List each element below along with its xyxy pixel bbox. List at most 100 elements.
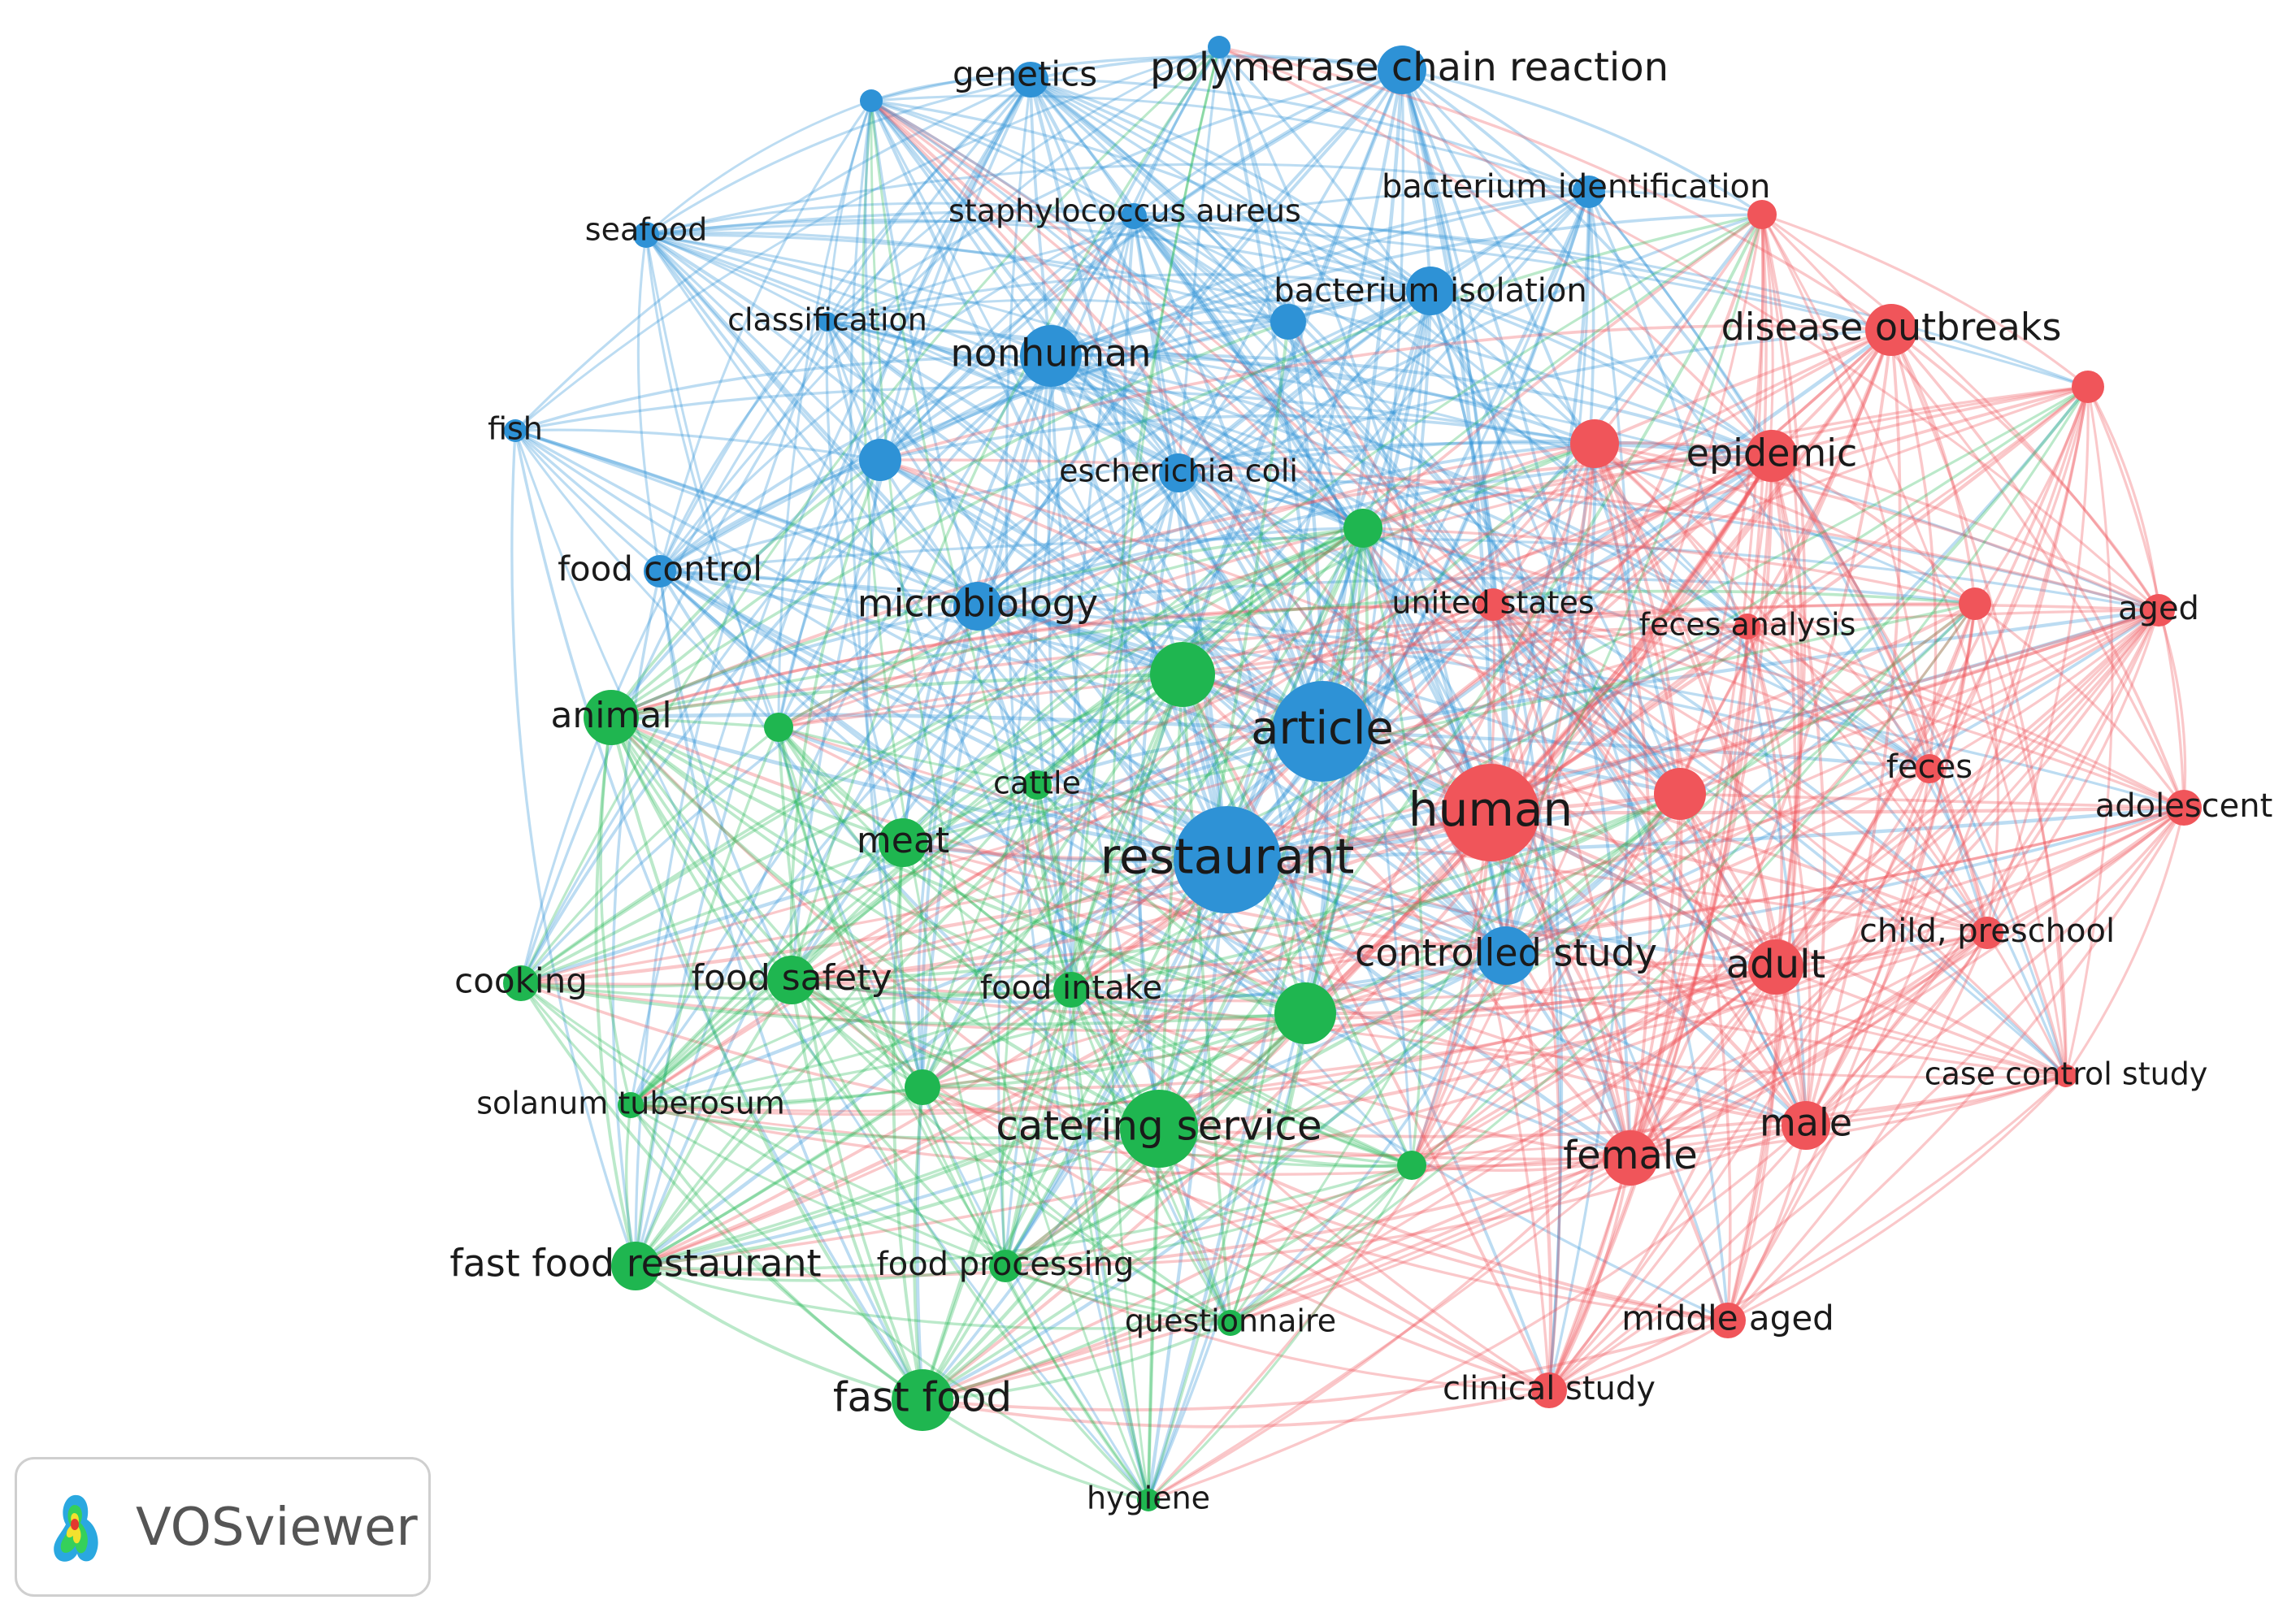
node-microbiology[interactable] (953, 582, 1002, 631)
node-cattle[interactable] (1022, 770, 1052, 800)
node-nonhuman[interactable] (1020, 325, 1082, 387)
node-adult[interactable] (1748, 939, 1803, 995)
edge-food_safety-food_intake (791, 978, 1072, 995)
node-human[interactable] (1442, 764, 1539, 861)
node-red-unlabeled-5[interactable] (1654, 768, 1706, 820)
node-child-preschool[interactable] (1971, 917, 2003, 949)
edge-seafood-restaurant (645, 233, 1229, 861)
edge-microbiology-restaurant (976, 605, 1229, 861)
node-red-unlabeled-3[interactable] (1570, 419, 1619, 468)
node-united-states[interactable] (1477, 588, 1509, 621)
node-blue-unlabeled-2[interactable] (860, 89, 883, 112)
node-fish[interactable] (504, 419, 527, 442)
node-green-unlabeled-4[interactable] (1274, 982, 1336, 1044)
node-classification[interactable] (818, 312, 837, 332)
node-fast-food[interactable] (892, 1369, 953, 1431)
edge-bacterium_isolation-escherichia_coli (1177, 289, 1431, 475)
edge-bacterium_isolation-solanum_tuberosum (629, 289, 1431, 1106)
edge-polymerase_chain_reaction-escherichia_coli (1177, 69, 1404, 474)
edge-staphylococcus_aureus-restaurant (1131, 215, 1230, 861)
edge-restaurant-feces_analysis (1226, 625, 1749, 861)
node-hygiene[interactable] (1137, 1489, 1160, 1511)
node-feces-analysis[interactable] (1734, 614, 1760, 640)
edge-human-red_unlabeled_2 (1489, 385, 2090, 814)
node-animal[interactable] (584, 690, 639, 745)
node-bacterium-identification[interactable] (1573, 176, 1605, 208)
node-feces[interactable] (1915, 754, 1944, 783)
node-polymerase-chain-reaction[interactable] (1378, 46, 1426, 94)
node-epidemic[interactable] (1746, 430, 1798, 482)
node-red-unlabeled-1[interactable] (1747, 200, 1777, 229)
edge-red_unlabeled_2-green_unlabeled_3 (1182, 385, 2089, 676)
node-case-control-study[interactable] (2055, 1064, 2077, 1087)
node-adolescent[interactable] (2166, 790, 2202, 826)
node-middle-aged[interactable] (1710, 1303, 1746, 1338)
node-blue-unlabeled-3[interactable] (1270, 304, 1306, 340)
node-controlled-study[interactable] (1477, 926, 1535, 985)
edge-polymerase_chain_reaction-female (1400, 69, 1632, 1159)
edge-fish-female (514, 429, 1631, 1160)
node-male[interactable] (1782, 1101, 1830, 1150)
node-aged[interactable] (2142, 594, 2175, 627)
edge-epidemic-solanum_tuberosum (630, 454, 1773, 1107)
edge-united_states-food_intake (1070, 604, 1495, 991)
edge-polymerase_chain_reaction-red_unlabeled_1 (1401, 68, 1763, 216)
edge-bacterium_identification-cattle (1035, 190, 1591, 786)
edge-classification-feces (827, 320, 1930, 770)
node-fast-food-restaurant[interactable] (611, 1242, 660, 1290)
edge-food_control-blue_unlabeled_1 (658, 46, 1220, 572)
node-catering-service[interactable] (1120, 1090, 1198, 1168)
node-food-processing[interactable] (989, 1250, 1022, 1282)
edge-food_safety-hygiene (790, 979, 1150, 1502)
edge-blue_unlabeled_1-red_unlabeled_5 (1217, 46, 1682, 795)
node-disease-outbreaks[interactable] (1865, 304, 1917, 356)
node-food-intake[interactable] (1053, 972, 1089, 1008)
node-female[interactable] (1603, 1130, 1658, 1186)
node-questionnaire[interactable] (1217, 1310, 1243, 1336)
edge-classification-united_states (827, 320, 1494, 606)
edge-restaurant-solanum_tuberosum (630, 858, 1228, 1108)
node-red-unlabeled-4[interactable] (1959, 588, 1991, 620)
node-blue-unlabeled-1[interactable] (1208, 36, 1230, 59)
edge-blue_unlabeled_2-red_unlabeled_5 (870, 99, 1682, 796)
edge-article-male (1321, 730, 1808, 1127)
node-blue-unlabeled-4[interactable] (859, 439, 901, 481)
node-genetics[interactable] (1013, 62, 1048, 98)
node-article[interactable] (1272, 681, 1373, 782)
node-green-unlabeled-1[interactable] (1343, 509, 1382, 548)
node-red-unlabeled-2[interactable] (2072, 371, 2104, 403)
edge-escherichia_coli-united_states (1178, 471, 1494, 606)
edge-polymerase_chain_reaction-case_control_study (1400, 68, 2068, 1077)
node-seafood[interactable] (633, 222, 659, 248)
edge-bacterium_identification-red_unlabeled_1 (1588, 190, 1763, 216)
node-clinical-study[interactable] (1531, 1372, 1567, 1408)
node-meat[interactable] (879, 818, 927, 867)
node-food-control[interactable] (644, 555, 676, 588)
node-green-unlabeled-3[interactable] (1150, 642, 1215, 707)
node-staphylococcus-aureus[interactable] (1121, 203, 1147, 229)
edge-aged-green_unlabeled_5 (922, 609, 2159, 1089)
edge-animal-questionnaire (610, 717, 1231, 1325)
edge-adolescent-child_preschool (1986, 806, 2185, 934)
edge-polymerase_chain_reaction-bacterium_identification (1401, 68, 1591, 193)
node-restaurant[interactable] (1174, 806, 1281, 913)
node-green-unlabeled-5[interactable] (905, 1069, 940, 1105)
edge-bacterium_identification-bacterium_isolation (1429, 190, 1590, 293)
node-green-unlabeled-6[interactable] (1397, 1151, 1426, 1180)
edge-feces-red_unlabeled_4 (1928, 603, 1977, 770)
edge-food_processing-red_unlabeled_5 (1005, 792, 1682, 1268)
edge-disease_outbreaks-case_control_study (1890, 329, 2068, 1077)
edge-nonhuman-human (1049, 354, 1492, 814)
node-escherichia-coli[interactable] (1159, 453, 1198, 492)
edge-microbiology-solanum_tuberosum (629, 605, 979, 1106)
edge-restaurant-green_unlabeled_2 (778, 725, 1228, 862)
edge-bacterium_identification-classification (827, 189, 1590, 323)
node-cooking[interactable] (503, 965, 539, 1001)
node-solanum-tuberosum[interactable] (618, 1092, 644, 1118)
node-green-unlabeled-2[interactable] (764, 713, 793, 742)
node-bacterium-isolation[interactable] (1406, 267, 1455, 315)
edge-feces_analysis-fast_food_restaurant (635, 625, 1749, 1268)
edge-food_processing-green_unlabeled_1 (1004, 527, 1365, 1267)
node-food-safety[interactable] (767, 956, 816, 1004)
edge-questionnaire-red_unlabeled_1 (1229, 214, 1764, 1324)
